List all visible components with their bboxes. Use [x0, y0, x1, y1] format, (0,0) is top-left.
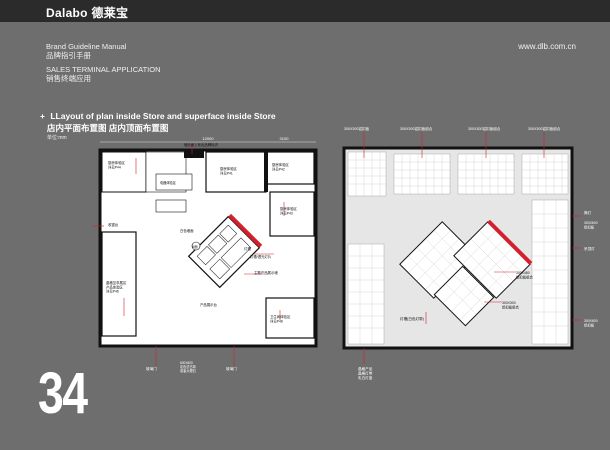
bottom-note-label: 晶格产品晶格灯带乳白灯盘	[358, 366, 373, 380]
dim-label: 3100	[280, 136, 290, 141]
layout-heading: + LLayout of plan inside Store and super…	[40, 111, 276, 121]
kitchen-zone-a[interactable]	[101, 151, 147, 193]
layout-title-cn: 店内平面布置图 店内顶面布置图	[47, 123, 169, 133]
spot-light-label: 筒灯	[584, 210, 592, 215]
ceiling-label-c: 300X300铝扣板组合	[468, 126, 501, 131]
cashier-label: 收银台	[108, 222, 119, 227]
ceiling-island-c[interactable]	[433, 265, 495, 327]
layout-title-en: LLayout of plan inside Store and superfa…	[50, 111, 276, 121]
kitchen-zone-d[interactable]	[269, 191, 315, 237]
website-url[interactable]: www.dlb.com.cn	[518, 42, 576, 51]
elec-zone[interactable]	[155, 173, 193, 191]
entrance-b-label: 玻璃门	[226, 366, 237, 371]
entrance-a-label: 玻璃门	[146, 366, 157, 371]
dim-label: 12000	[202, 136, 214, 141]
light-film-label: 灯槽/透光灯片	[250, 254, 272, 259]
lamp-label: 灯槽	[244, 246, 251, 251]
kitchen-c-label: 厨房体验区详见P42	[272, 162, 290, 171]
top-bar	[0, 0, 610, 22]
bath-zone[interactable]	[265, 297, 315, 339]
floor-plan: 12000 3100 墙此面上标出品牌标识 厨房体验区详见P44 电器	[92, 136, 318, 373]
ceiling-tile-grid	[347, 151, 569, 345]
cabinet-zone[interactable]	[101, 231, 137, 337]
lamp-white-label: 灯槽(白色灯带)	[400, 316, 424, 321]
section-title-en: SALES TERMINAL APPLICATION	[46, 65, 161, 74]
kitchen-zone-b[interactable]	[205, 151, 267, 193]
kitchen-d-label: 厨房体验区详见P43	[280, 206, 298, 215]
manual-title-en: Brand Guideline Manual	[46, 42, 127, 51]
elec-label: 电器体验区	[160, 180, 177, 185]
a-face-label: A面	[192, 244, 198, 249]
main-display-label: 主题产品展示墙	[254, 270, 278, 275]
ceiling-island-b[interactable]	[453, 219, 533, 299]
product-display-island[interactable]	[187, 213, 263, 289]
cabinet-zone-label: 晶格至享展区产品体验区详见P46	[106, 280, 127, 294]
manual-title-cn: 品牌指引手册	[46, 51, 91, 60]
ceiling-label-b: 300X300铝扣板组合	[400, 126, 433, 131]
unit-note: 单位:mm	[47, 135, 67, 141]
brand-logo: Dalabo 德莱宝	[46, 6, 129, 20]
ceiling-label-d: 300X300铝扣板组合	[528, 126, 561, 131]
page-number: 34	[38, 361, 88, 426]
white-wall-label: 白色墙面	[180, 228, 194, 233]
top-wall-label: 墙此面上标出品牌标识	[184, 142, 219, 147]
product-display-label: 产品展示台	[200, 302, 218, 307]
mist-light-label: 吊顶灯	[584, 246, 595, 251]
ceiling-label-a: 300X300铝扣板	[344, 126, 370, 131]
ceiling-plan: 300X300铝扣板 300X300铝扣板组合 300X300铝扣板组合 300…	[342, 126, 598, 380]
bath-zone-label: 卫生间体验区详见P48	[270, 314, 291, 323]
kitchen-a-label: 厨房体验区详见P44	[108, 160, 126, 169]
bullet-icon: +	[40, 111, 45, 121]
section-title-cn: 销售终端应用	[46, 74, 91, 83]
kitchen-b-label: 厨房体验区详见P41	[220, 166, 238, 175]
cashier-desk[interactable]	[155, 199, 187, 213]
